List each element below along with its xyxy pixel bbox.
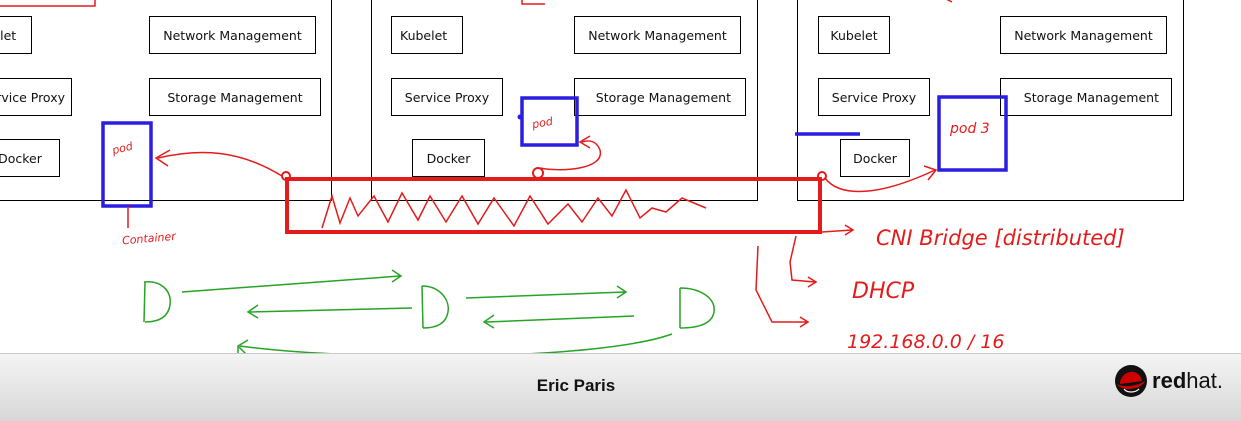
dhcp-label: DHCP — [852, 279, 915, 304]
slide-footer: Eric Paris redhat. — [0, 353, 1241, 421]
bridge-label: CNI Bridge [distributed] — [876, 226, 1125, 250]
node-2-service-proxy-box: Service Proxy — [391, 78, 503, 116]
callout-dhcp-arrow — [789, 235, 818, 288]
node-1-storage-management-box: Storage Management — [149, 78, 321, 116]
container-label: Container — [122, 230, 178, 248]
flow-arrow-3 — [465, 285, 628, 299]
flow-arrow-1 — [181, 269, 403, 293]
node-3-storage-management-box: Storage Management — [1000, 78, 1172, 116]
flow-d-right — [679, 287, 715, 329]
presenter-name: Eric Paris — [536, 376, 616, 395]
node-1-docker-box: Docker — [0, 139, 60, 177]
flow-d-middle — [421, 285, 449, 329]
node-1-kubelet-box: Kubelet — [0, 16, 32, 54]
node-1-network-management-box: Network Management — [149, 16, 316, 54]
flow-arrow-2 — [246, 304, 413, 319]
node-1-service-proxy-box: Service Proxy — [0, 78, 72, 116]
node-3-service-proxy-box: Service Proxy — [818, 78, 930, 116]
flow-d-left — [143, 281, 171, 323]
subnet-label: 192.168.0.0 / 16 — [847, 331, 1004, 353]
flow-arrow-4 — [482, 314, 635, 329]
node-3-network-management-box: Network Management — [1000, 16, 1167, 54]
redhat-shadowman-icon — [1115, 365, 1148, 397]
callout-subnet-arrow — [755, 245, 810, 328]
redhat-wordmark: redhat. — [1152, 368, 1223, 393]
node-2-network-management-box: Network Management — [574, 16, 741, 54]
node-3-docker-box: Docker — [840, 139, 910, 177]
redhat-logo: redhat. — [1114, 364, 1223, 398]
node-3-kubelet-box: Kubelet — [818, 16, 890, 54]
node-2-storage-management-box: Storage Management — [574, 78, 746, 116]
node-2-docker-box: Docker — [412, 139, 485, 177]
callout-bridge-arrow — [821, 224, 855, 236]
node-2-kubelet-box: Kubelet — [391, 16, 463, 54]
